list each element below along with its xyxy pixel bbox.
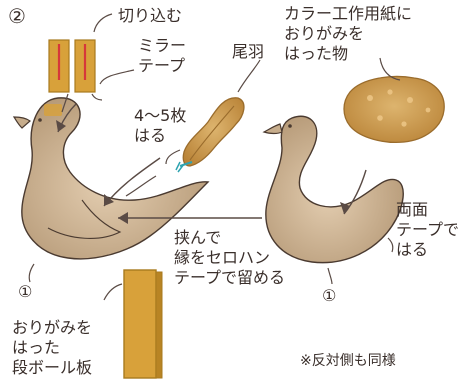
label-tail-feathers: 尾羽 [232, 42, 264, 62]
label-cardboard: おりがみを はった 段ボール板 [12, 318, 92, 378]
cardboard-stick [124, 270, 162, 378]
right-bird-eye [288, 124, 292, 128]
right-bird-beak [264, 124, 282, 134]
label-colored-paper: カラー工作用紙に おりがみを はった物 [284, 4, 412, 64]
marker-right-body: ① [322, 286, 336, 306]
left-bird-neck-tape [44, 104, 62, 116]
label-double-tape: 両面 テープで はる [396, 200, 459, 260]
step-number: ② [8, 6, 26, 26]
left-bird-beak [14, 117, 30, 128]
label-mirror-tape: ミラー テープ [138, 36, 186, 76]
label-sandwich: 挟んで 縁をセロハン テープで留める [174, 228, 285, 288]
marker-left-body: ① [18, 282, 32, 302]
label-note: ※反対側も同様 [300, 352, 396, 370]
label-cut-in: 切り込む [118, 6, 182, 26]
left-bird-eye [38, 118, 42, 122]
mirror-tape-pieces [49, 40, 95, 92]
label-stick-count: 4〜5枚 はる [134, 106, 186, 146]
